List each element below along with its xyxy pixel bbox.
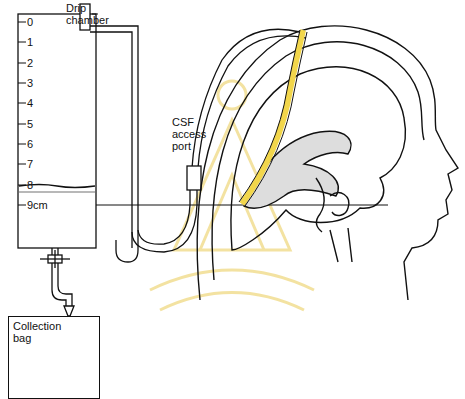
part-label: CSF access port	[172, 116, 214, 152]
scale-number: 0	[27, 16, 57, 28]
scale-number: 9cm	[27, 199, 57, 211]
scale-number: 3	[27, 77, 57, 89]
scale-number: 8	[27, 179, 57, 191]
scale-number: 7	[27, 158, 57, 170]
scale-number: 2	[27, 57, 57, 69]
scale-number: 1	[27, 36, 57, 48]
scale-number: 4	[27, 97, 57, 109]
scale-number: 5	[27, 118, 57, 130]
reference-line	[96, 205, 388, 206]
scale-number: 6	[27, 138, 57, 150]
part-label: Drip chamber	[66, 2, 116, 26]
collection-bag: Collection bag	[8, 316, 100, 399]
head-profile	[197, 26, 458, 300]
node-text: Collection bag	[13, 320, 73, 344]
drainage-tube	[132, 29, 306, 252]
graduated-cylinder	[18, 4, 138, 316]
ventricular-catheter	[239, 30, 307, 206]
